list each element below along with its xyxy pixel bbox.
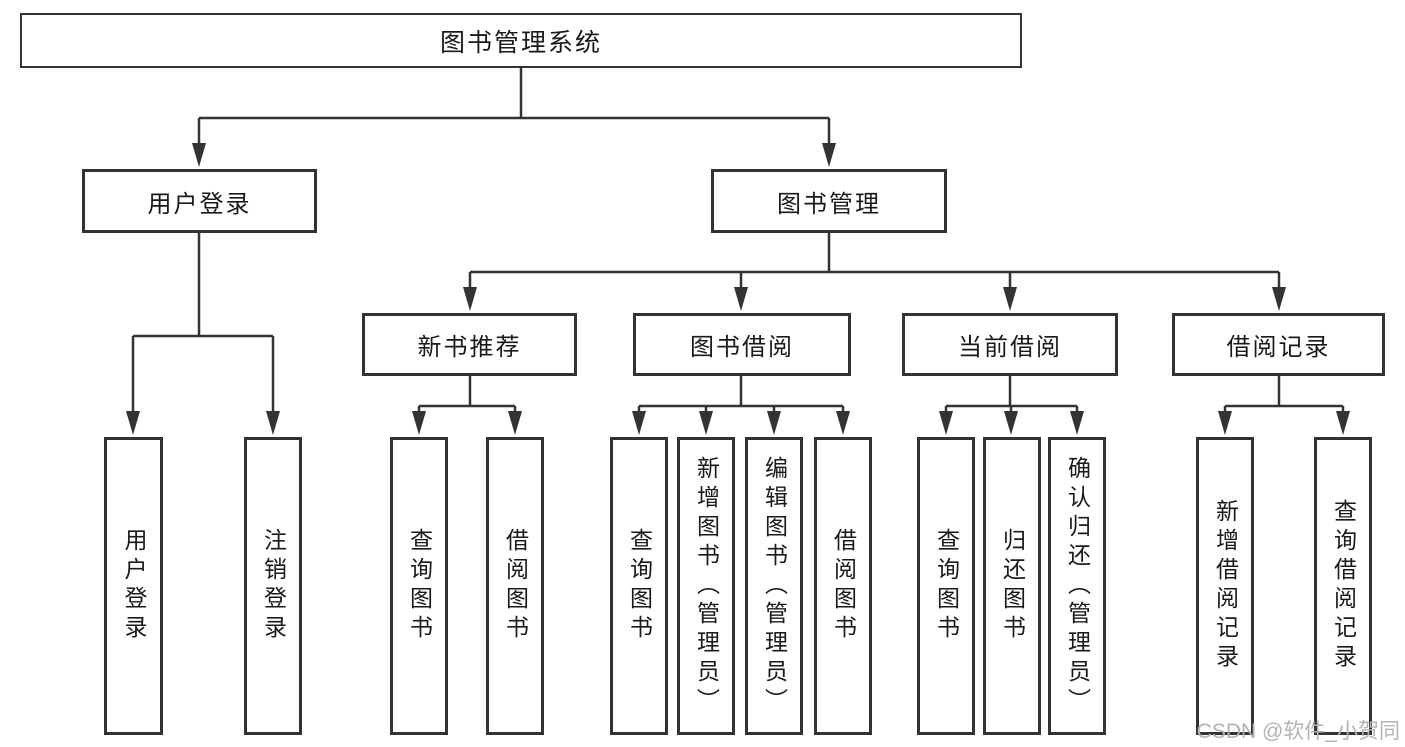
node-leaf-query-books-recommend: 查询图书 bbox=[390, 437, 448, 735]
node-library-management-system: 图书管理系统 bbox=[20, 13, 1022, 68]
node-leaf-confirm-return-admin: 确认归还（管理员） bbox=[1048, 437, 1106, 735]
arrowheads bbox=[126, 143, 1350, 435]
node-leaf-query-books-borrowing: 查询图书 bbox=[610, 437, 668, 735]
node-leaf-add-books-admin: 新增图书（管理员） bbox=[677, 437, 735, 735]
node-leaf-query-borrow-record: 查询借阅记录 bbox=[1314, 437, 1372, 735]
node-leaf-edit-books-admin: 编辑图书（管理员） bbox=[745, 437, 803, 735]
node-leaf-user-login: 用户登录 bbox=[104, 437, 163, 735]
node-current-borrowing: 当前借阅 bbox=[902, 313, 1118, 376]
node-borrow-records: 借阅记录 bbox=[1172, 313, 1385, 376]
node-leaf-return-books: 归还图书 bbox=[983, 437, 1041, 735]
node-book-borrowing: 图书借阅 bbox=[633, 313, 851, 376]
connector-root-to-level2 bbox=[197, 68, 831, 152]
connector-mgmt-to-level3 bbox=[468, 233, 1281, 297]
node-user-login: 用户登录 bbox=[82, 169, 317, 233]
node-new-book-recommend: 新书推荐 bbox=[362, 313, 577, 376]
node-book-management: 图书管理 bbox=[711, 169, 947, 233]
node-leaf-query-books-current: 查询图书 bbox=[917, 437, 975, 735]
node-leaf-logout: 注销登录 bbox=[244, 437, 302, 735]
node-leaf-borrow-books-recommend: 借阅图书 bbox=[486, 437, 544, 735]
node-leaf-borrow-books: 借阅图书 bbox=[814, 437, 872, 735]
node-leaf-add-borrow-record: 新增借阅记录 bbox=[1196, 437, 1254, 735]
connector-borrow-to-leaves bbox=[637, 376, 845, 422]
connector-login-to-leaves bbox=[131, 233, 275, 422]
connector-newbook-to-leaves bbox=[417, 376, 517, 422]
connector-record-to-leaves bbox=[1223, 376, 1345, 422]
